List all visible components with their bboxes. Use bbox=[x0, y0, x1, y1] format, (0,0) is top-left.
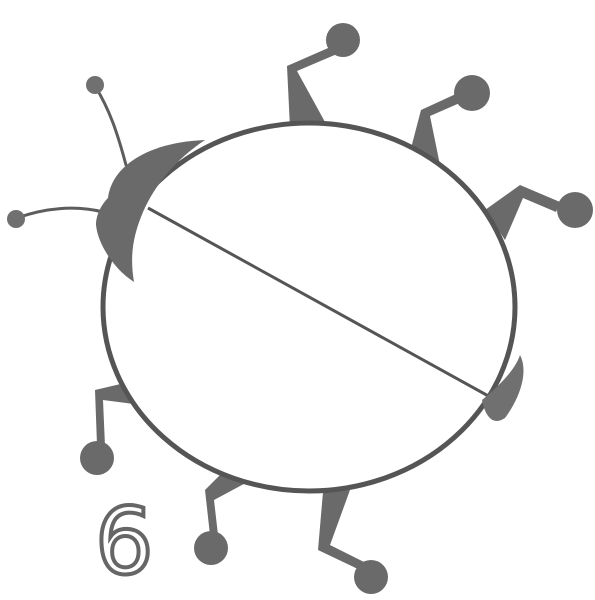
body bbox=[96, 123, 524, 491]
leg-top-2-foot bbox=[454, 75, 490, 111]
leg-bottom-3-foot bbox=[354, 560, 388, 594]
antenna-upper-tip bbox=[86, 76, 104, 94]
antenna-lower-tip bbox=[7, 210, 25, 228]
figure-number: 6 bbox=[95, 488, 154, 595]
antenna-upper bbox=[95, 86, 126, 165]
leg-top-1 bbox=[287, 45, 337, 128]
leg-top-1-foot bbox=[326, 23, 360, 57]
leg-bottom-2-foot bbox=[194, 531, 228, 565]
body-shell bbox=[103, 123, 515, 491]
leg-bottom-3 bbox=[318, 490, 364, 570]
leg-bottom-left-foot bbox=[80, 441, 114, 475]
antenna-lower bbox=[17, 208, 103, 218]
leg-right-foot bbox=[557, 192, 593, 228]
